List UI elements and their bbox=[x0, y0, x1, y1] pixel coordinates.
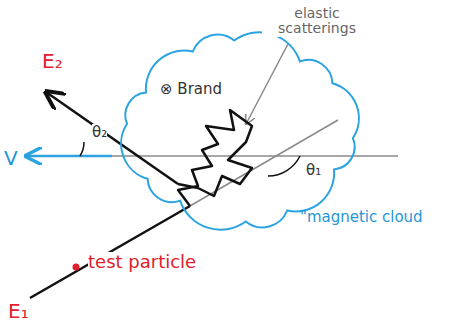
energy-label: E₁ bbox=[8, 300, 29, 322]
angle-label: θ₁ bbox=[306, 162, 321, 179]
particle-dot bbox=[73, 264, 80, 271]
field-label: ⊗ Brand bbox=[160, 81, 222, 98]
extension-line bbox=[190, 120, 338, 206]
velocity-arrow bbox=[26, 155, 112, 158]
cloud-outline bbox=[121, 32, 359, 229]
velocity-label: V bbox=[4, 147, 18, 169]
outgoing-trajectory bbox=[46, 92, 178, 184]
magnetic-cloud: ⊗ Brand"magnetic cloud bbox=[120, 33, 360, 229]
callout-note: elastic scatterings bbox=[262, 6, 372, 37]
angle-label: θ₂ bbox=[92, 124, 107, 141]
angle-arc bbox=[268, 156, 300, 176]
particle-label: test particle bbox=[88, 252, 196, 272]
scattering-path bbox=[178, 110, 252, 206]
energy-label: E₂ bbox=[42, 50, 63, 72]
region-label: "magnetic cloud bbox=[300, 209, 423, 226]
cloud-outline bbox=[120, 33, 360, 229]
leader-arrow bbox=[246, 44, 288, 124]
angle-arc bbox=[80, 142, 84, 156]
